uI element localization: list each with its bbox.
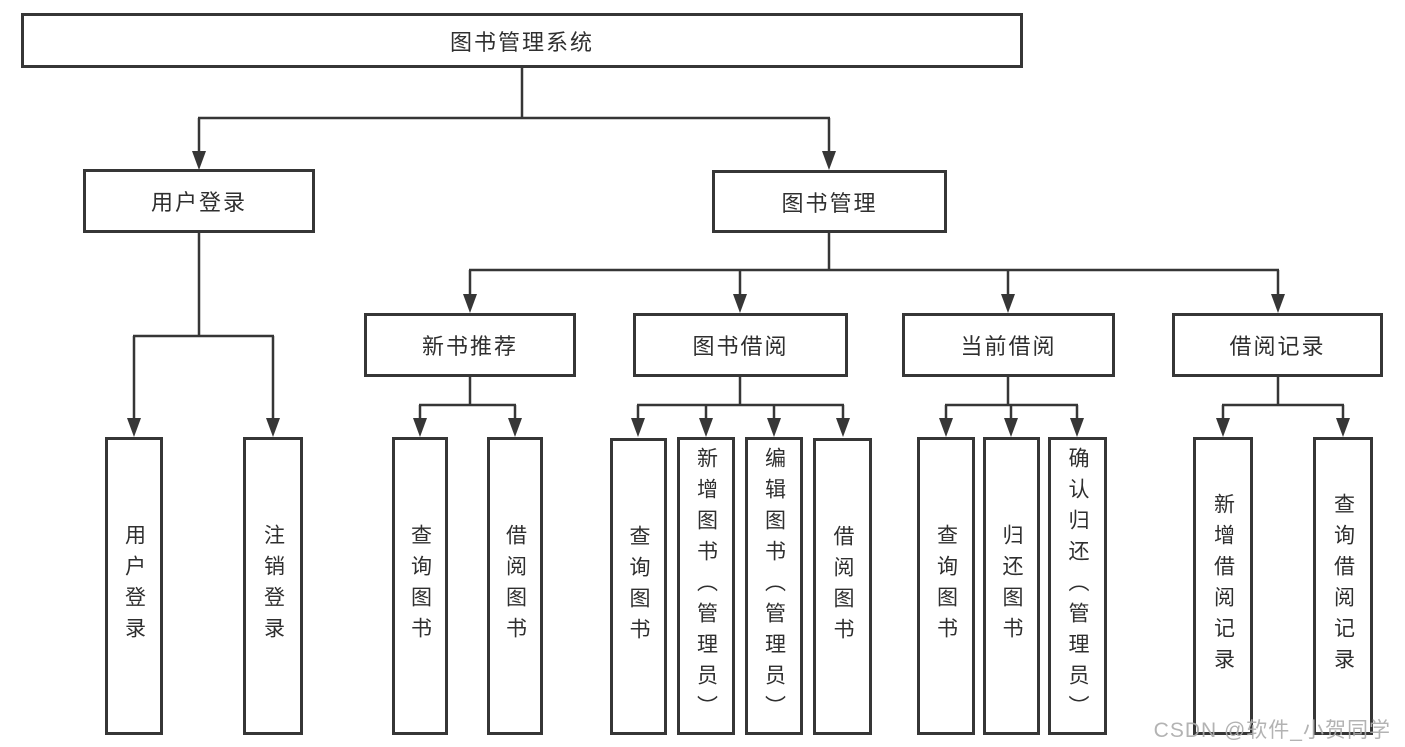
leaf-borrow-books-recommend: 借阅图书 bbox=[487, 437, 543, 735]
leaf-borrow-books-2: 借阅图书 bbox=[813, 438, 872, 735]
leaf-logout: 注销登录 bbox=[243, 437, 303, 735]
node-book-management: 图书管理 bbox=[712, 170, 947, 233]
leaf-add-borrow-record: 新增借阅记录 bbox=[1193, 437, 1253, 735]
node-current-borrow: 当前借阅 bbox=[902, 313, 1115, 377]
node-new-book-recommend: 新书推荐 bbox=[364, 313, 576, 377]
leaf-query-books-recommend: 查询图书 bbox=[392, 437, 448, 735]
leaf-query-books-borrow: 查询图书 bbox=[610, 438, 667, 735]
leaf-edit-book-admin: 编辑图书（管理员） bbox=[745, 437, 803, 735]
leaf-query-borrow-record: 查询借阅记录 bbox=[1313, 437, 1373, 735]
node-borrow-records: 借阅记录 bbox=[1172, 313, 1383, 377]
leaf-return-book: 归还图书 bbox=[983, 437, 1040, 735]
leaf-user-login: 用户登录 bbox=[105, 437, 163, 735]
leaf-add-book-admin: 新增图书（管理员） bbox=[677, 437, 735, 735]
leaf-confirm-return-admin: 确认归还（管理员） bbox=[1048, 437, 1107, 735]
watermark: CSDN @软件_小贺同学 bbox=[1153, 719, 1391, 742]
node-root: 图书管理系统 bbox=[21, 13, 1023, 68]
leaf-query-books-current: 查询图书 bbox=[917, 437, 975, 735]
node-book-borrow: 图书借阅 bbox=[633, 313, 848, 377]
node-user-login: 用户登录 bbox=[83, 169, 315, 233]
